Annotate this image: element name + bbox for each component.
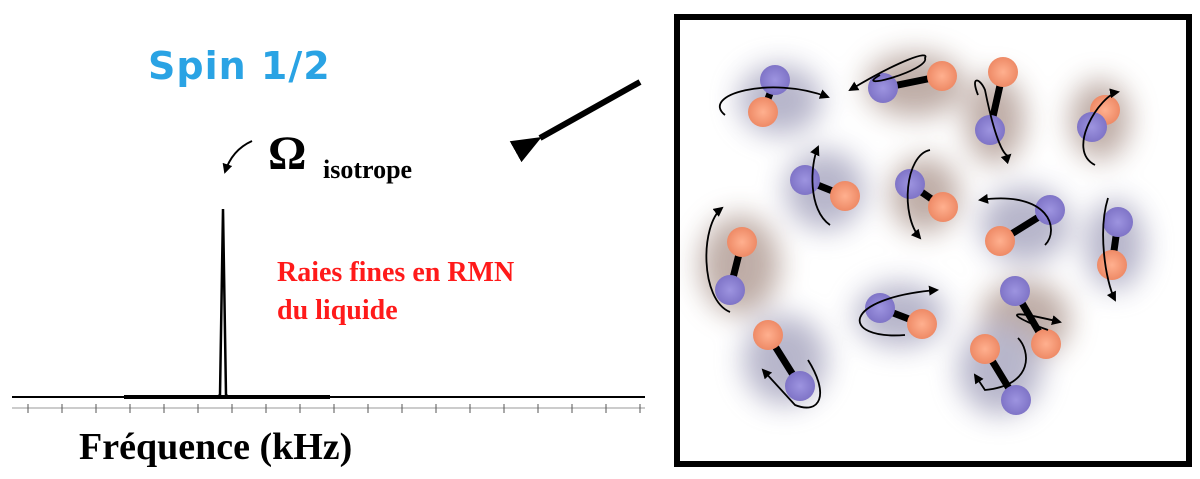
atom-orange [1097, 250, 1127, 280]
atom-blue [865, 293, 895, 323]
molecule [895, 169, 958, 222]
atom-orange [748, 97, 778, 127]
atom-orange [830, 181, 860, 211]
rotation-arrow [810, 145, 831, 226]
atom-orange [928, 192, 958, 222]
atom-orange [927, 61, 957, 91]
atom-orange [753, 320, 783, 350]
molecule [715, 227, 757, 305]
rotation-arrow [858, 285, 939, 337]
atom-orange [970, 334, 1000, 364]
rotation-arrow [973, 337, 1027, 391]
atom-orange [1031, 329, 1061, 359]
spin-title: Spin 1/2 [148, 44, 331, 88]
annotation-line-2: du liquide [277, 295, 398, 326]
annotation-line-1: Raies fines en RMN [277, 257, 515, 288]
molecule [1097, 207, 1133, 280]
omega-subscript: isotrope [323, 155, 413, 184]
omega-symbol: Ω [268, 127, 307, 180]
atom-blue [1001, 385, 1031, 415]
atom-blue [1103, 207, 1133, 237]
big-arrow [509, 79, 642, 163]
rotation-arrow [705, 206, 731, 313]
atom-blue [895, 169, 925, 199]
rotation-arrow [1016, 313, 1062, 331]
atom-blue [975, 115, 1005, 145]
atom-orange [727, 227, 757, 257]
rotation-arrow [1082, 88, 1120, 166]
rotation-arrow [974, 79, 1012, 165]
atom-orange [988, 57, 1018, 87]
rotation-arrow [1102, 197, 1116, 302]
atom-orange [907, 309, 937, 339]
atom-blue [785, 371, 815, 401]
rotation-arrow [906, 149, 931, 240]
rotation-arrow [978, 193, 1052, 246]
atom-blue [1035, 195, 1065, 225]
molecule [1077, 95, 1120, 142]
spectrum-axis [12, 395, 645, 413]
molecule [970, 334, 1031, 415]
rotation-arrow [718, 86, 830, 116]
rotation-arrow [848, 54, 927, 92]
molecule [1000, 276, 1061, 359]
molecule [865, 293, 937, 339]
atom-blue [1000, 276, 1030, 306]
axis-ticks [27, 404, 641, 413]
atom-orange [985, 226, 1015, 256]
peak-pointer-arrow [222, 140, 253, 174]
rotation-arrows [705, 54, 1120, 409]
isotropic-peak [216, 208, 230, 399]
atom-blue [715, 275, 745, 305]
atom-blue [760, 65, 790, 95]
atom-blue [790, 165, 820, 195]
molecule [753, 320, 815, 401]
x-axis-label: Fréquence (kHz) [79, 426, 353, 468]
molecule [985, 195, 1065, 256]
rotation-arrow [761, 359, 822, 409]
